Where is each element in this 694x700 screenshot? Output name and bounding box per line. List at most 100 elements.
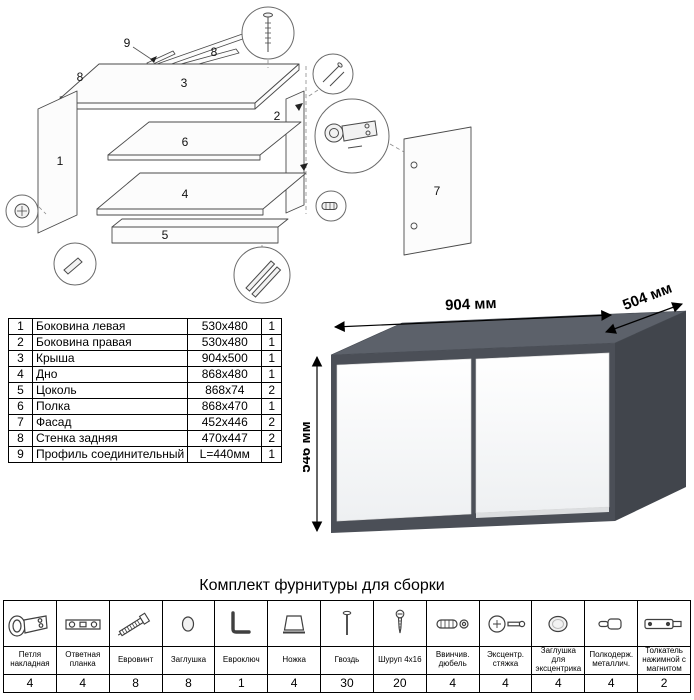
parts-cell-name: Фасад <box>31 414 189 431</box>
push-latch-icon <box>637 600 691 647</box>
part-label-4: 4 <box>182 187 189 201</box>
hardware-item-name: Толкатель нажимной с магнитом <box>637 646 691 675</box>
depth-dimension: 504 мм <box>620 280 674 314</box>
parts-cell-name: Полка <box>31 398 189 415</box>
bottom-panel <box>96 172 307 210</box>
parts-cell-qty: 1 <box>261 398 283 415</box>
hardware-item-name: Заглушка <box>161 646 216 675</box>
right-door <box>475 352 610 514</box>
parts-cell-size: L=440мм <box>187 446 263 463</box>
callout-screws-pack <box>312 53 354 95</box>
parts-cell-size: 868x470 <box>187 398 263 415</box>
part-label-2: 2 <box>274 109 281 123</box>
part-label-8: 8 <box>77 70 84 84</box>
parts-cell-qty: 2 <box>261 414 283 431</box>
hardware-item-qty: 20 <box>372 673 427 693</box>
parts-cell-name: Стенка задняя <box>31 430 189 447</box>
euro-screw-icon <box>108 600 163 647</box>
parts-cell-qty: 2 <box>261 430 283 447</box>
cabinet-render: 904 мм 504 мм 546 мм <box>303 280 687 533</box>
parts-cell-name: Цоколь <box>31 382 189 399</box>
hardware-item-name: Заглушка для эксцентрика <box>531 646 586 675</box>
dowel-icon <box>425 600 480 647</box>
hardware-item-name: Ввинчив. дюбель <box>425 646 480 675</box>
mounting-plate-icon <box>55 600 110 647</box>
exploded-diagram: 9 8 8 3 1 2 6 4 5 7 <box>5 6 472 304</box>
parts-cell-name: Боковина левая <box>31 318 189 335</box>
parts-cell-num: 7 <box>8 414 33 431</box>
hardware-kit-title: Комплект фурнитуры для сборки <box>199 577 445 594</box>
hardware-item-name: Гвоздь <box>320 646 374 675</box>
base-strip <box>476 507 609 518</box>
parts-cell-size: 452x446 <box>187 414 263 431</box>
hardware-item-qty: 4 <box>267 673 322 693</box>
hardware-item-name: Евроключ <box>214 646 269 675</box>
hardware-item-name: Евровинт <box>108 646 163 675</box>
assembly-arrows <box>150 56 308 171</box>
parts-cell-qty: 1 <box>261 446 283 463</box>
parts-cell-qty: 1 <box>261 318 283 335</box>
hardware-item-qty: 8 <box>108 673 163 693</box>
cabinet-side-face <box>615 311 686 521</box>
parts-cell-qty: 1 <box>261 350 283 367</box>
left-door <box>336 358 472 522</box>
facade-panel <box>403 126 472 256</box>
hardware-item-qty: 4 <box>584 673 639 693</box>
cam-lock-icon <box>478 600 533 647</box>
part-label-8: 8 <box>211 45 218 59</box>
cam-cap-icon <box>531 600 586 647</box>
right-side-panel <box>285 90 305 214</box>
shelf-support-icon <box>584 600 639 647</box>
parts-cell-name: Крыша <box>31 350 189 367</box>
hardware-item-qty: 8 <box>161 673 216 693</box>
hardware-item-name: Шуруп 4x16 <box>372 646 427 675</box>
parts-cell-size: 470x447 <box>187 430 263 447</box>
parts-cell-name: Дно <box>31 366 189 383</box>
hex-key-icon <box>214 600 269 647</box>
parts-cell-size: 868x480 <box>187 366 263 383</box>
part-label-1: 1 <box>57 154 64 168</box>
part-label-6: 6 <box>182 135 189 149</box>
height-dimension: 546 мм <box>303 421 314 472</box>
parts-cell-size: 904x500 <box>187 350 263 367</box>
hardware-item-name: Петля накладная <box>3 646 57 675</box>
parts-cell-num: 9 <box>8 446 33 463</box>
foot-icon <box>267 600 322 647</box>
hardware-item-qty: 4 <box>531 673 586 693</box>
hinge-icon <box>3 600 57 647</box>
hardware-item-name: Эксцентр. стяжка <box>478 646 533 675</box>
parts-cell-size: 868x74 <box>187 382 263 399</box>
hardware-item-qty: 1 <box>214 673 269 693</box>
width-dimension: 904 мм <box>445 295 497 314</box>
screw-icon <box>372 600 427 647</box>
hardware-item-qty: 4 <box>478 673 533 693</box>
parts-cell-num: 6 <box>8 398 33 415</box>
hardware-item-qty: 4 <box>3 673 57 693</box>
hardware-item-name: Полкодерж. металлич. <box>584 646 639 675</box>
plinth-panel <box>111 218 289 228</box>
parts-cell-qty: 1 <box>261 366 283 383</box>
cap-icon <box>161 600 216 647</box>
parts-cell-num: 8 <box>8 430 33 447</box>
part-label-7: 7 <box>434 184 441 198</box>
parts-cell-name: Боковина правая <box>31 334 189 351</box>
hardware-item-name: Ответная планка <box>55 646 110 675</box>
parts-cell-num: 1 <box>8 318 33 335</box>
left-side-panel <box>37 90 78 234</box>
parts-cell-num: 5 <box>8 382 33 399</box>
hardware-item-qty: 4 <box>425 673 480 693</box>
part-label-3: 3 <box>181 76 188 90</box>
hardware-icons-row <box>3 600 691 647</box>
label-leader-line <box>132 46 152 60</box>
